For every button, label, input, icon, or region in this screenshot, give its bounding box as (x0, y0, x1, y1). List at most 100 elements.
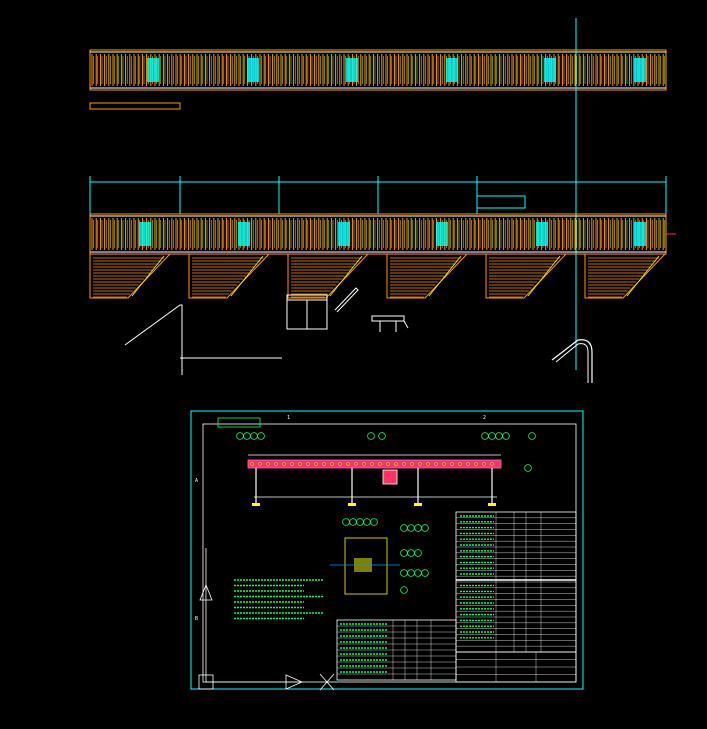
callout-balloons (236, 432, 536, 594)
conveyor-roller (490, 462, 494, 466)
conveyor-roller (362, 462, 366, 466)
cross-mark-b (319, 673, 335, 691)
rack-cyan-insert (338, 222, 350, 246)
conveyor-roller (450, 462, 454, 466)
conveyor-roller (458, 462, 462, 466)
callout-balloon (370, 518, 378, 526)
top-scale-bar (89, 102, 181, 110)
callout-balloon (421, 569, 429, 577)
callout-balloon (400, 586, 408, 594)
technical-notes-block (234, 579, 324, 620)
conveyor-leg-foot (488, 503, 496, 506)
callout-balloon (414, 549, 422, 557)
conveyor-roller (338, 462, 342, 466)
chute-edge (527, 255, 561, 297)
rack-cyan-insert (634, 222, 646, 246)
conveyor-leg-foot (252, 503, 260, 506)
chute-outline (584, 253, 667, 299)
conveyor-roller (426, 462, 430, 466)
callout-balloon (257, 432, 265, 440)
conveyor-roller (434, 462, 438, 466)
rack-cyan-insert (238, 222, 250, 246)
drive-unit (382, 469, 398, 485)
title-block-tables (336, 511, 577, 683)
conveyor-roller (346, 462, 350, 466)
detail-dimension-box (476, 195, 526, 209)
chute-outline (89, 253, 172, 299)
sheet-edge-mark-1: 1 (287, 415, 290, 421)
conveyor-beam (247, 459, 502, 469)
chute-outline (287, 253, 370, 299)
axis-arrow-icon (285, 674, 303, 690)
rack-cyan-insert (446, 58, 458, 82)
callout-balloon (524, 464, 532, 472)
conveyor-roller (370, 462, 374, 466)
conveyor-roller (274, 462, 278, 466)
conveyor-roller (314, 462, 318, 466)
conveyor-roller (442, 462, 446, 466)
conveyor-roller (290, 462, 294, 466)
conveyor-roller (474, 462, 478, 466)
rack-cyan-insert (139, 222, 151, 246)
sheet-outer-border (190, 410, 584, 690)
top-rack-frame (89, 49, 667, 91)
top-rack-elevation (91, 54, 666, 86)
chute-edge (131, 255, 165, 297)
rack-cyan-insert (436, 222, 448, 246)
callout-balloon (378, 432, 386, 440)
conveyor-roller (330, 462, 334, 466)
rack-cyan-insert (147, 58, 159, 82)
hook-profile-inner (555, 343, 589, 383)
rack-cyan-insert (346, 58, 358, 82)
conveyor-leg-foot (348, 503, 356, 506)
conveyor-roller (378, 462, 382, 466)
callout-balloon (528, 432, 536, 440)
chute-edge (230, 255, 264, 297)
chute-outline (188, 253, 271, 299)
conveyor-roller (298, 462, 302, 466)
conveyor-roller (482, 462, 486, 466)
support-line-left (124, 304, 183, 375)
chute-outline (485, 253, 568, 299)
conveyor-roller (258, 462, 262, 466)
conveyor-legs (250, 462, 496, 506)
callout-balloon (421, 524, 429, 532)
conveyor-roller (322, 462, 326, 466)
chute-edge (428, 255, 462, 297)
conveyor-roller (394, 462, 398, 466)
origin-marker (198, 674, 214, 690)
sheet-edge-mark-2: 2 (483, 415, 486, 421)
chute-edge (329, 255, 363, 297)
rack-cyan-insert (247, 58, 259, 82)
conveyor-roller (386, 462, 390, 466)
chute-edge (626, 255, 660, 297)
callout-balloon (502, 432, 510, 440)
conveyor-roller (410, 462, 414, 466)
conveyor-leg-foot (414, 503, 422, 506)
conveyor-roller (402, 462, 406, 466)
hook-profile (551, 339, 593, 383)
diagonal-strut (334, 287, 359, 313)
section-detail-frame (344, 537, 388, 595)
chute-outline (386, 253, 469, 299)
rack-cyan-insert (544, 58, 556, 82)
conveyor-roller (466, 462, 470, 466)
bench-arm (403, 320, 409, 329)
middle-rack-elevation (91, 218, 666, 250)
conveyor-roller (266, 462, 270, 466)
conveyor-roller (306, 462, 310, 466)
conveyor-roller (354, 462, 358, 466)
conveyor-roller (250, 462, 254, 466)
sheet-title-tag-box (217, 417, 261, 428)
conveyor-roller (282, 462, 286, 466)
chute-sections (89, 253, 667, 299)
sheet-edge-mark-b: B (195, 616, 198, 622)
bench-top (371, 315, 405, 322)
rack-cyan-insert (634, 58, 646, 82)
conveyor-roller (418, 462, 422, 466)
callout-balloon (367, 432, 375, 440)
rack-cyan-insert (536, 222, 548, 246)
sheet-edge-mark-a: A (195, 478, 198, 484)
